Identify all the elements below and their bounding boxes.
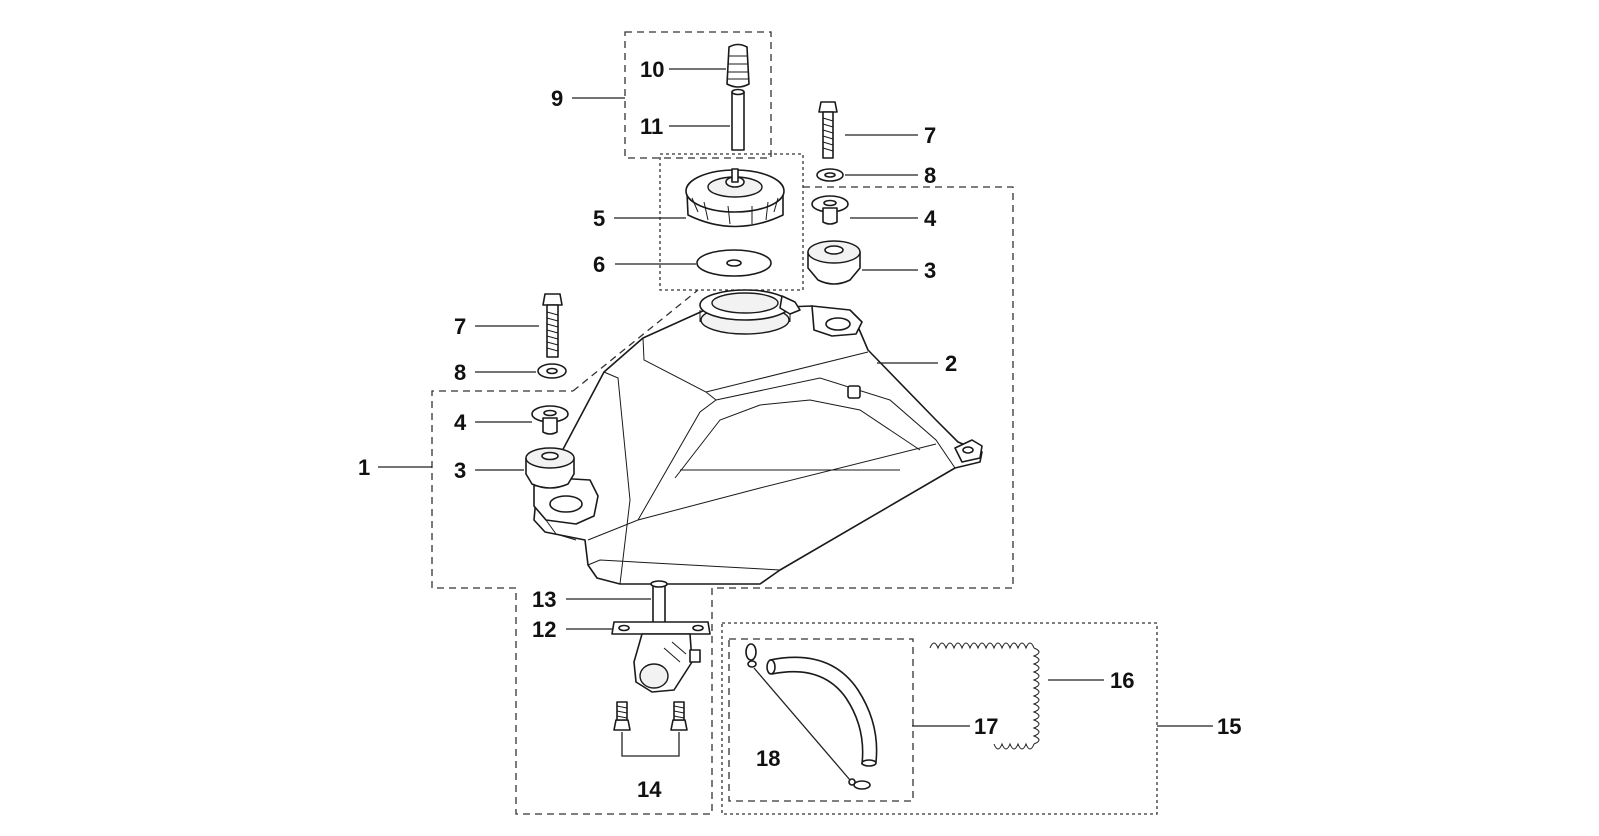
callout-7-lower: 7 — [454, 314, 466, 339]
callout-labels: 1 2 3 3 4 4 5 6 7 7 8 8 9 10 11 12 13 14… — [358, 57, 1241, 802]
callout-12: 12 — [532, 617, 556, 642]
group-17-box — [728, 638, 914, 802]
fuel-cock — [611, 580, 711, 693]
collar-upper — [811, 195, 849, 225]
callout-3-lower: 3 — [454, 458, 466, 483]
breather-tube — [731, 88, 745, 151]
callout-13: 13 — [532, 587, 556, 612]
tank-cap — [685, 168, 785, 228]
callout-3-upper: 3 — [924, 258, 936, 283]
cap-gasket — [696, 249, 772, 277]
callout-2: 2 — [945, 351, 957, 376]
coil-spring — [929, 642, 1040, 750]
callout-7-upper: 7 — [924, 123, 936, 148]
breather-valve — [726, 43, 750, 88]
callout-6: 6 — [593, 252, 605, 277]
grommet-lower — [525, 447, 575, 489]
group-boundaries — [431, 31, 1158, 815]
group-15-box — [721, 622, 1158, 815]
screw-left — [613, 701, 631, 731]
fuel-tank — [533, 289, 983, 585]
leader-lines — [378, 68, 1213, 757]
callout-11: 11 — [640, 114, 663, 139]
group-9-box — [624, 31, 772, 159]
washer-lower — [537, 363, 567, 379]
callout-16: 16 — [1110, 668, 1134, 693]
callout-17: 17 — [974, 714, 998, 739]
callout-9: 9 — [551, 86, 563, 111]
callout-18: 18 — [756, 746, 780, 771]
collar-lower — [531, 405, 569, 435]
callout-4-upper: 4 — [924, 206, 937, 231]
callout-1: 1 — [358, 455, 370, 480]
callout-15: 15 — [1217, 714, 1241, 739]
bolt-upper — [818, 101, 838, 159]
callout-4-lower: 4 — [454, 410, 467, 435]
hose-clips — [745, 643, 871, 790]
callout-10: 10 — [640, 57, 664, 82]
callout-5: 5 — [593, 206, 605, 231]
callout-8-upper: 8 — [924, 163, 936, 188]
callout-14: 14 — [637, 777, 662, 802]
group-1-box — [431, 186, 1014, 815]
grommet-upper — [807, 240, 861, 285]
bolt-lower — [542, 293, 563, 358]
fuel-hose — [766, 656, 878, 767]
screw-right — [670, 701, 688, 731]
callout-8-lower: 8 — [454, 360, 466, 385]
washer-upper — [816, 168, 844, 182]
group-5-link-line — [572, 289, 699, 392]
